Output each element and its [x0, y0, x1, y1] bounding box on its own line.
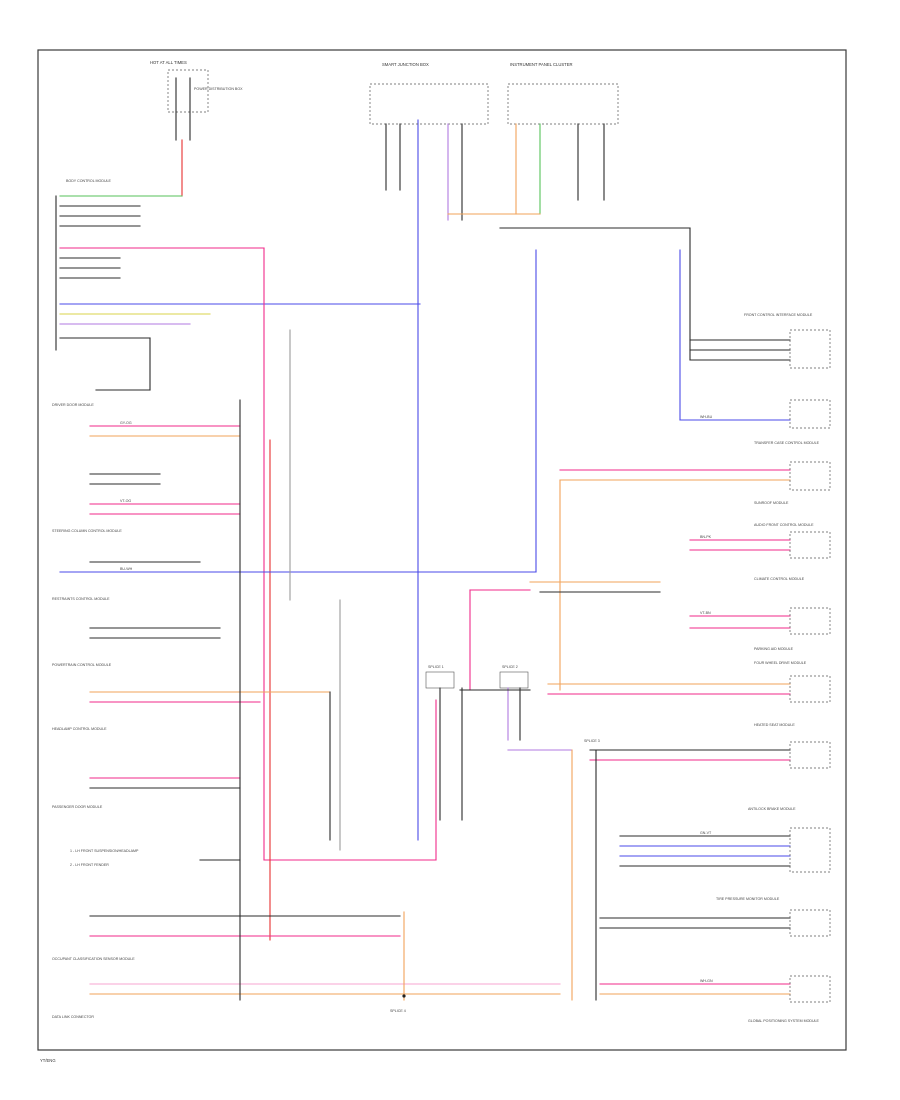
body-control-module-label: BODY CONTROL MODULE: [66, 179, 112, 183]
transfer-case-module-label: TRANSFER CASE CONTROL MODULE: [754, 441, 820, 445]
top-module-ipc: INSTRUMENT PANEL CLUSTER: [447, 62, 691, 361]
antilock-brake-label: ANTILOCK BRAKE MODULE: [748, 807, 796, 811]
wire-code-2: VT-OG: [120, 499, 131, 503]
parking-aid-label: PARKING AID MODULE: [754, 647, 794, 651]
wire-code-5: BN-PK: [700, 535, 712, 539]
sunroof-module-label: SUNROOF MODULE: [754, 501, 789, 505]
splice-1-label: SPLICE 1: [428, 665, 444, 669]
passenger-door-label: PASSENGER DOOR MODULE: [52, 805, 103, 809]
climate-control-label: CLIMATE CONTROL MODULE: [754, 577, 805, 581]
splice-4-label: SPLICE 4: [390, 1009, 406, 1013]
hot-at-all-times-label: HOT AT ALL TIMES: [150, 60, 187, 65]
powertrain-control-label: POWERTRAIN CONTROL MODULE: [52, 663, 112, 667]
footer-code: YT/ENG: [40, 1058, 56, 1063]
wire-code-3: BU-WH: [120, 567, 133, 571]
power-distribution-label: POWER DISTRIBUTION BOX: [194, 87, 243, 91]
legend-line-1: 1 - LH FRONT SUSPENSION/HEADLAMP: [70, 849, 139, 853]
instrument-panel-cluster-label: INSTRUMENT PANEL CLUSTER: [510, 62, 573, 67]
steering-column-label: STEERING COLUMN CONTROL MODULE: [52, 529, 122, 533]
left-modules: DRIVER DOOR MODULE STEERING COLUMN CONTR…: [52, 403, 561, 1019]
data-link-connector-label: DATA LINK CONNECTOR: [52, 1015, 94, 1019]
diagram-border: [37, 49, 847, 1051]
center-splices: SPLICE 1 SPLICE 2 SPLICE 3 SPLICE 4: [199, 329, 600, 1013]
wire-code-4: WH-BU: [700, 415, 713, 419]
top-module-sjb: SMART JUNCTION BOX: [369, 62, 489, 221]
tire-pressure-label: TIRE PRESSURE MONITOR MODULE: [716, 897, 780, 901]
splice-3-label: SPLICE 3: [584, 739, 600, 743]
splice-2-label: SPLICE 2: [502, 665, 518, 669]
left-connector-block: BODY CONTROL MODULE: [55, 179, 421, 391]
wire-code-6: VT-BN: [700, 611, 711, 615]
wire-code-labels: GY-OG VT-OG BU-WH WH-BU BN-PK VT-BN GN-V…: [120, 415, 713, 983]
wire-code-8: WH-GN: [700, 979, 713, 983]
audio-front-control-label: AUDIO FRONT CONTROL MODULE: [754, 523, 814, 527]
smart-junction-box-label: SMART JUNCTION BOX: [382, 62, 429, 67]
gps-module-label: GLOBAL POSITIONING SYSTEM MODULE: [748, 1019, 820, 1023]
legend-line-2: 2 - LH FRONT FENDER: [70, 863, 109, 867]
right-modules: FRONT CONTROL INTERFACE MODULE TRANSFER …: [469, 313, 831, 1023]
driver-door-module-label: DRIVER DOOR MODULE: [52, 403, 94, 407]
restraints-control-label: RESTRAINTS CONTROL MODULE: [52, 597, 110, 601]
occupant-classification-label: OCCUPANT CLASSIFICATION SENSOR MODULE: [52, 957, 135, 961]
four-wheel-drive-label: FOUR WHEEL DRIVE MODULE: [754, 661, 807, 665]
main-trunk: [263, 247, 437, 941]
power-feed-group: HOT AT ALL TIMES POWER DISTRIBUTION BOX: [59, 60, 243, 197]
blue-bus: [59, 119, 791, 841]
front-control-interface-label: FRONT CONTROL INTERFACE MODULE: [744, 313, 813, 317]
headlamp-control-label: HEADLAMP CONTROL MODULE: [52, 727, 107, 731]
heated-seat-label: HEATED SEAT MODULE: [754, 723, 795, 727]
wire-code-7: GN-VT: [700, 831, 712, 835]
wire-code-1: GY-OG: [120, 421, 132, 425]
